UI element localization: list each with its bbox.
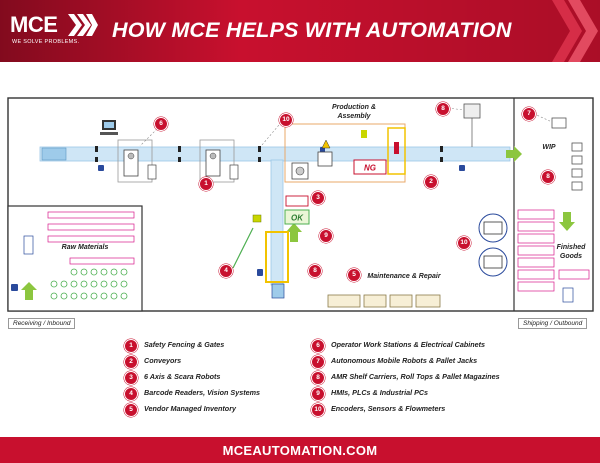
wip-label: WIP	[542, 144, 556, 151]
finished-goods-label: Finished Goods	[556, 244, 586, 260]
raw-material-shelves	[47, 211, 135, 265]
robot-cell-2	[199, 139, 235, 183]
callout-badge: 9	[319, 229, 333, 243]
main-conveyor	[39, 146, 511, 162]
legend-label: HMIs, PLCs & Industrial PCs	[331, 388, 429, 397]
factory-floor-plan: NG OK	[7, 97, 594, 312]
legend-label: Conveyors	[144, 356, 182, 365]
callout-badge: 2	[424, 175, 438, 189]
legend-badge: 1	[124, 339, 138, 353]
ok-station	[284, 209, 310, 225]
arrow-into-production-icon	[21, 282, 37, 300]
ng-bin	[353, 159, 387, 175]
robot-2-head	[209, 152, 217, 160]
legend-label: Autonomous Mobile Robots & Pallet Jacks	[331, 356, 478, 365]
red-stack-light	[394, 142, 399, 154]
legend-badge: 4	[124, 387, 138, 401]
callout-badge: 6	[154, 117, 168, 131]
page-title: HOW MCE HELPS WITH AUTOMATION	[112, 18, 512, 42]
legend-badge: 9	[311, 387, 325, 401]
legend-badge: 8	[311, 371, 325, 385]
finished-goods-racks	[517, 209, 590, 292]
cabinet-2	[229, 164, 239, 180]
callout-badge: 1	[199, 177, 213, 191]
legend-label: Barcode Readers, Vision Systems	[144, 388, 260, 397]
website-link[interactable]: MCEAUTOMATION.COM	[222, 443, 378, 458]
raw-materials-label: Raw Materials	[61, 244, 109, 251]
raw-material-cart	[23, 235, 34, 255]
shelf-carrier-top	[463, 103, 481, 119]
legend-label: Vendor Managed Inventory	[144, 404, 236, 413]
legend-badge: 10	[311, 403, 325, 417]
ng-label: NG	[364, 164, 376, 173]
barcode-callout-line	[232, 227, 254, 269]
operator-keyboard	[100, 132, 118, 135]
legend-label: Operator Work Stations & Electrical Cabi…	[331, 340, 486, 349]
ok-label: OK	[291, 214, 304, 223]
assembly-robot-head	[295, 166, 305, 176]
legend-badge: 7	[311, 355, 325, 369]
hmi-panel	[285, 195, 309, 207]
production-assembly-label: Production & Assembly	[332, 104, 376, 120]
callout-badge: 3	[311, 191, 325, 205]
header-shade	[0, 0, 600, 62]
yellow-indicator	[361, 130, 367, 138]
robot-1	[123, 149, 139, 177]
vision-triangle-icon	[321, 139, 331, 149]
robot-1-head	[127, 152, 135, 160]
callout-badge: 4	[219, 264, 233, 278]
footer-banner: MCEAUTOMATION.COM	[0, 437, 600, 463]
logo-text: MCE	[10, 12, 58, 37]
operator-monitor-screen	[104, 122, 114, 128]
callout-badge: 10	[457, 236, 471, 250]
cabinet-1	[147, 164, 157, 180]
vision-station	[317, 151, 333, 167]
robot-2	[205, 149, 221, 177]
incoming-conveyor	[41, 147, 67, 161]
callout-badge: 8	[308, 264, 322, 278]
header-chevron-icon	[552, 0, 598, 62]
branch-safety-fence	[265, 231, 289, 283]
production-fence	[387, 127, 406, 175]
legend-badge: 2	[124, 355, 138, 369]
legend-badge: 5	[124, 403, 138, 417]
encoder-monitor-2	[483, 255, 503, 269]
maintenance-repair-label: Maintenance & Repair	[367, 273, 441, 280]
encoder-monitor-1	[483, 221, 503, 235]
pallet-jack	[562, 287, 574, 303]
robot-cell-1	[117, 139, 153, 183]
arrow-maintenance-icon	[286, 223, 302, 242]
legend-label: Safety Fencing & Gates	[144, 340, 225, 349]
legend-badge: 3	[124, 371, 138, 385]
pallet-stack	[271, 283, 285, 299]
legend-label: AMR Shelf Carriers, Roll Tops & Pallet M…	[331, 372, 500, 381]
receiving-inbound-label: Receiving / Inbound	[8, 318, 76, 329]
raw-material-coils	[50, 268, 128, 300]
legend-badge: 6	[311, 339, 325, 353]
arrow-finished-goods-icon	[559, 212, 575, 231]
branch-conveyor	[270, 159, 284, 286]
callout-badge: 7	[522, 107, 536, 121]
arrow-into-wip-icon	[506, 146, 522, 162]
tagline: WE SOLVE PROBLEMS.	[12, 39, 80, 45]
callout-badge: 5	[347, 268, 361, 282]
maintenance-racks	[327, 294, 441, 308]
logo-chevron-icon	[68, 14, 98, 36]
sensors	[11, 147, 465, 291]
header-banner: MCE WE SOLVE PROBLEMS. HOW MCE HELPS WIT…	[0, 0, 600, 62]
wip-bins	[551, 117, 583, 191]
callout-badge: 10	[279, 113, 293, 127]
barcode-scanner	[252, 214, 262, 223]
shipping-outbound-label: Shipping / Outbound	[518, 318, 588, 329]
conveyor-markers	[95, 146, 443, 162]
callout-badge: 8	[436, 102, 450, 116]
legend-label: Encoders, Sensors & Flowmeters	[331, 404, 446, 413]
legend-label: 6 Axis & Scara Robots	[144, 372, 221, 381]
callout-badge: 8	[541, 170, 555, 184]
